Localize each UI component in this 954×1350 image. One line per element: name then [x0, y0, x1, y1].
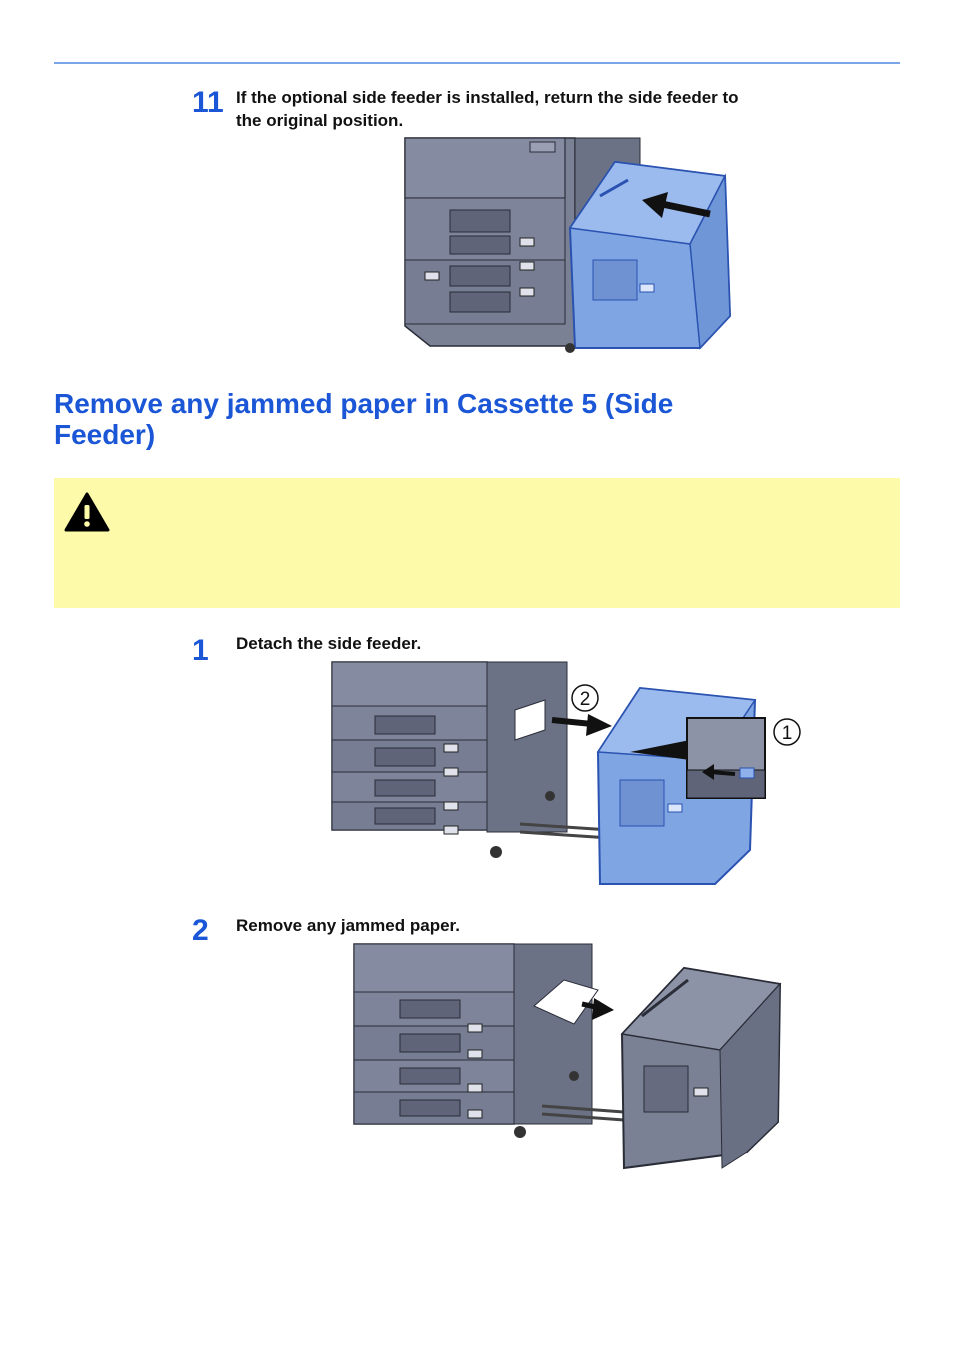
- step-11-number: 11: [192, 86, 224, 119]
- step-11-text-line1: If the optional side feeder is installed…: [236, 88, 739, 107]
- step-2-number: 2: [192, 914, 209, 947]
- step-11-text: If the optional side feeder is installed…: [236, 86, 739, 132]
- detach-side-feeder-illustration: 2 1: [331, 661, 801, 885]
- section-title-line2: Feeder): [54, 419, 156, 450]
- step-2-text: Remove any jammed paper.: [236, 916, 460, 935]
- step-11-text-line2: the original position.: [236, 111, 404, 130]
- remove-jammed-paper-illustration: [353, 943, 782, 1170]
- warning-triangle-icon: [64, 492, 110, 532]
- caution-box: [54, 478, 900, 608]
- callout-1: 1: [782, 723, 793, 744]
- section-title-line1: Remove any jammed paper in Cassette 5 (S…: [54, 388, 674, 419]
- return-side-feeder-illustration: [404, 137, 732, 353]
- header-rule: [54, 62, 900, 64]
- section-title: Remove any jammed paper in Cassette 5 (S…: [54, 388, 854, 450]
- step-1-text: Detach the side feeder.: [236, 634, 422, 653]
- step-1-number: 1: [192, 634, 209, 667]
- callout-2: 2: [580, 689, 591, 710]
